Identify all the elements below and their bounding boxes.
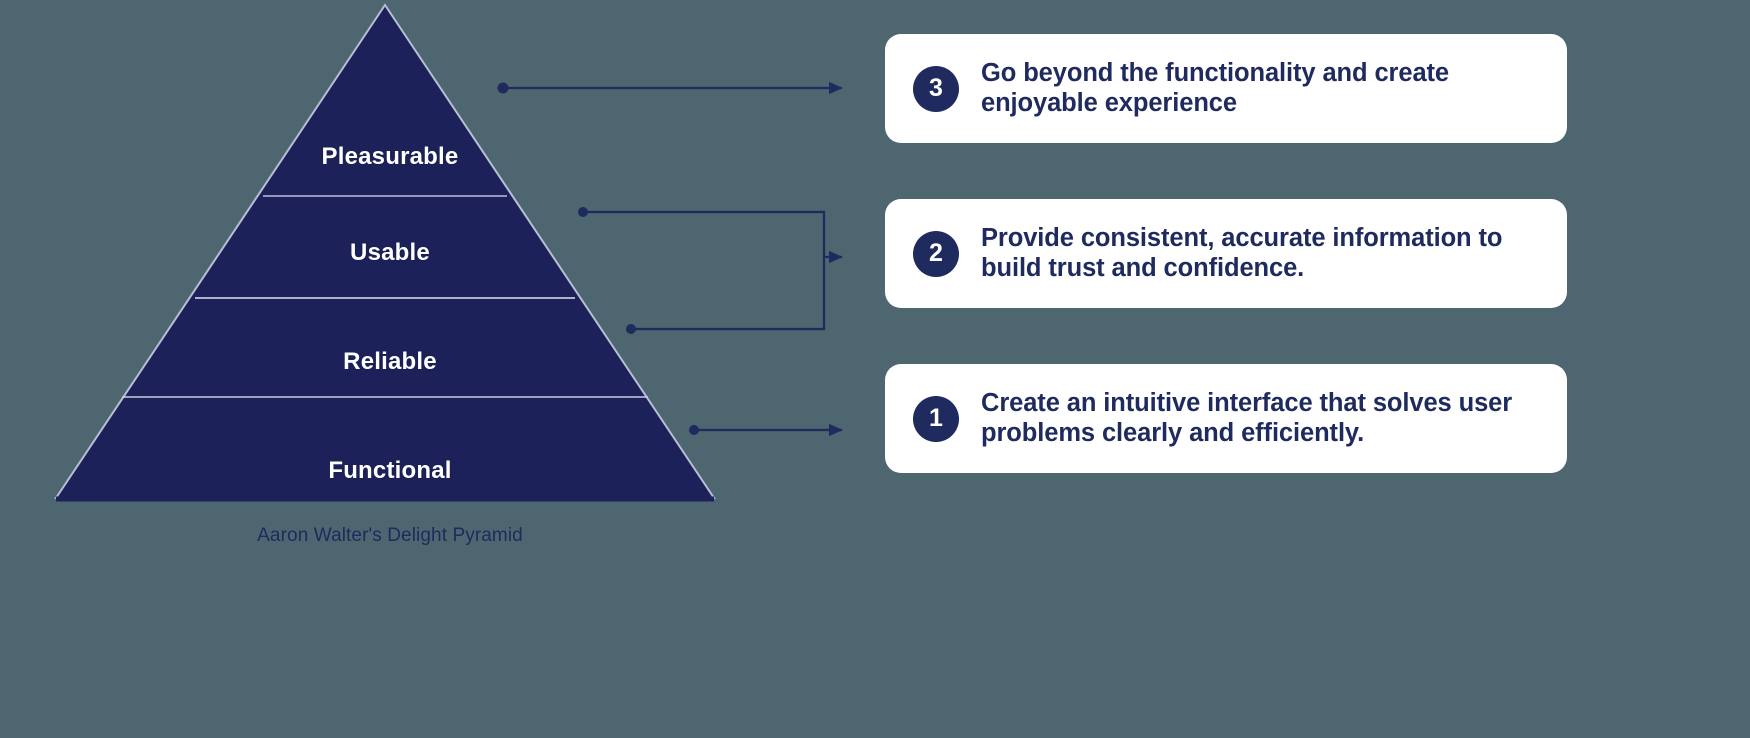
principle-card-1[interactable]: 1 Create an intuitive interface that sol… bbox=[885, 364, 1567, 473]
principle-card-2[interactable]: 2 Provide consistent, accurate informati… bbox=[885, 199, 1567, 308]
principle-text-1: Create an intuitive interface that solve… bbox=[981, 388, 1513, 447]
pyramid-caption: Aaron Walter's Delight Pyramid bbox=[257, 525, 523, 546]
pyramid-tier-functional: Functional bbox=[328, 457, 452, 484]
principle-text-3: Go beyond the functionality and create e… bbox=[981, 58, 1450, 117]
delight-pyramid: Pleasurable Usable Reliable Functional A… bbox=[0, 0, 780, 620]
pyramid-shape bbox=[54, 3, 716, 502]
principle-text-2: Provide consistent, accurate information… bbox=[981, 223, 1503, 282]
pyramid-tier-reliable: Reliable bbox=[343, 348, 437, 375]
principle-number-badge-1: 1 bbox=[913, 395, 959, 442]
pyramid-tier-pleasurable: Pleasurable bbox=[321, 143, 459, 170]
principle-number-badge-2: 2 bbox=[913, 230, 959, 277]
pyramid-tier-usable: Usable bbox=[350, 239, 430, 266]
principle-card-3[interactable]: 3 Go beyond the functionality and create… bbox=[885, 34, 1567, 143]
principle-number-badge-3: 3 bbox=[913, 65, 959, 112]
